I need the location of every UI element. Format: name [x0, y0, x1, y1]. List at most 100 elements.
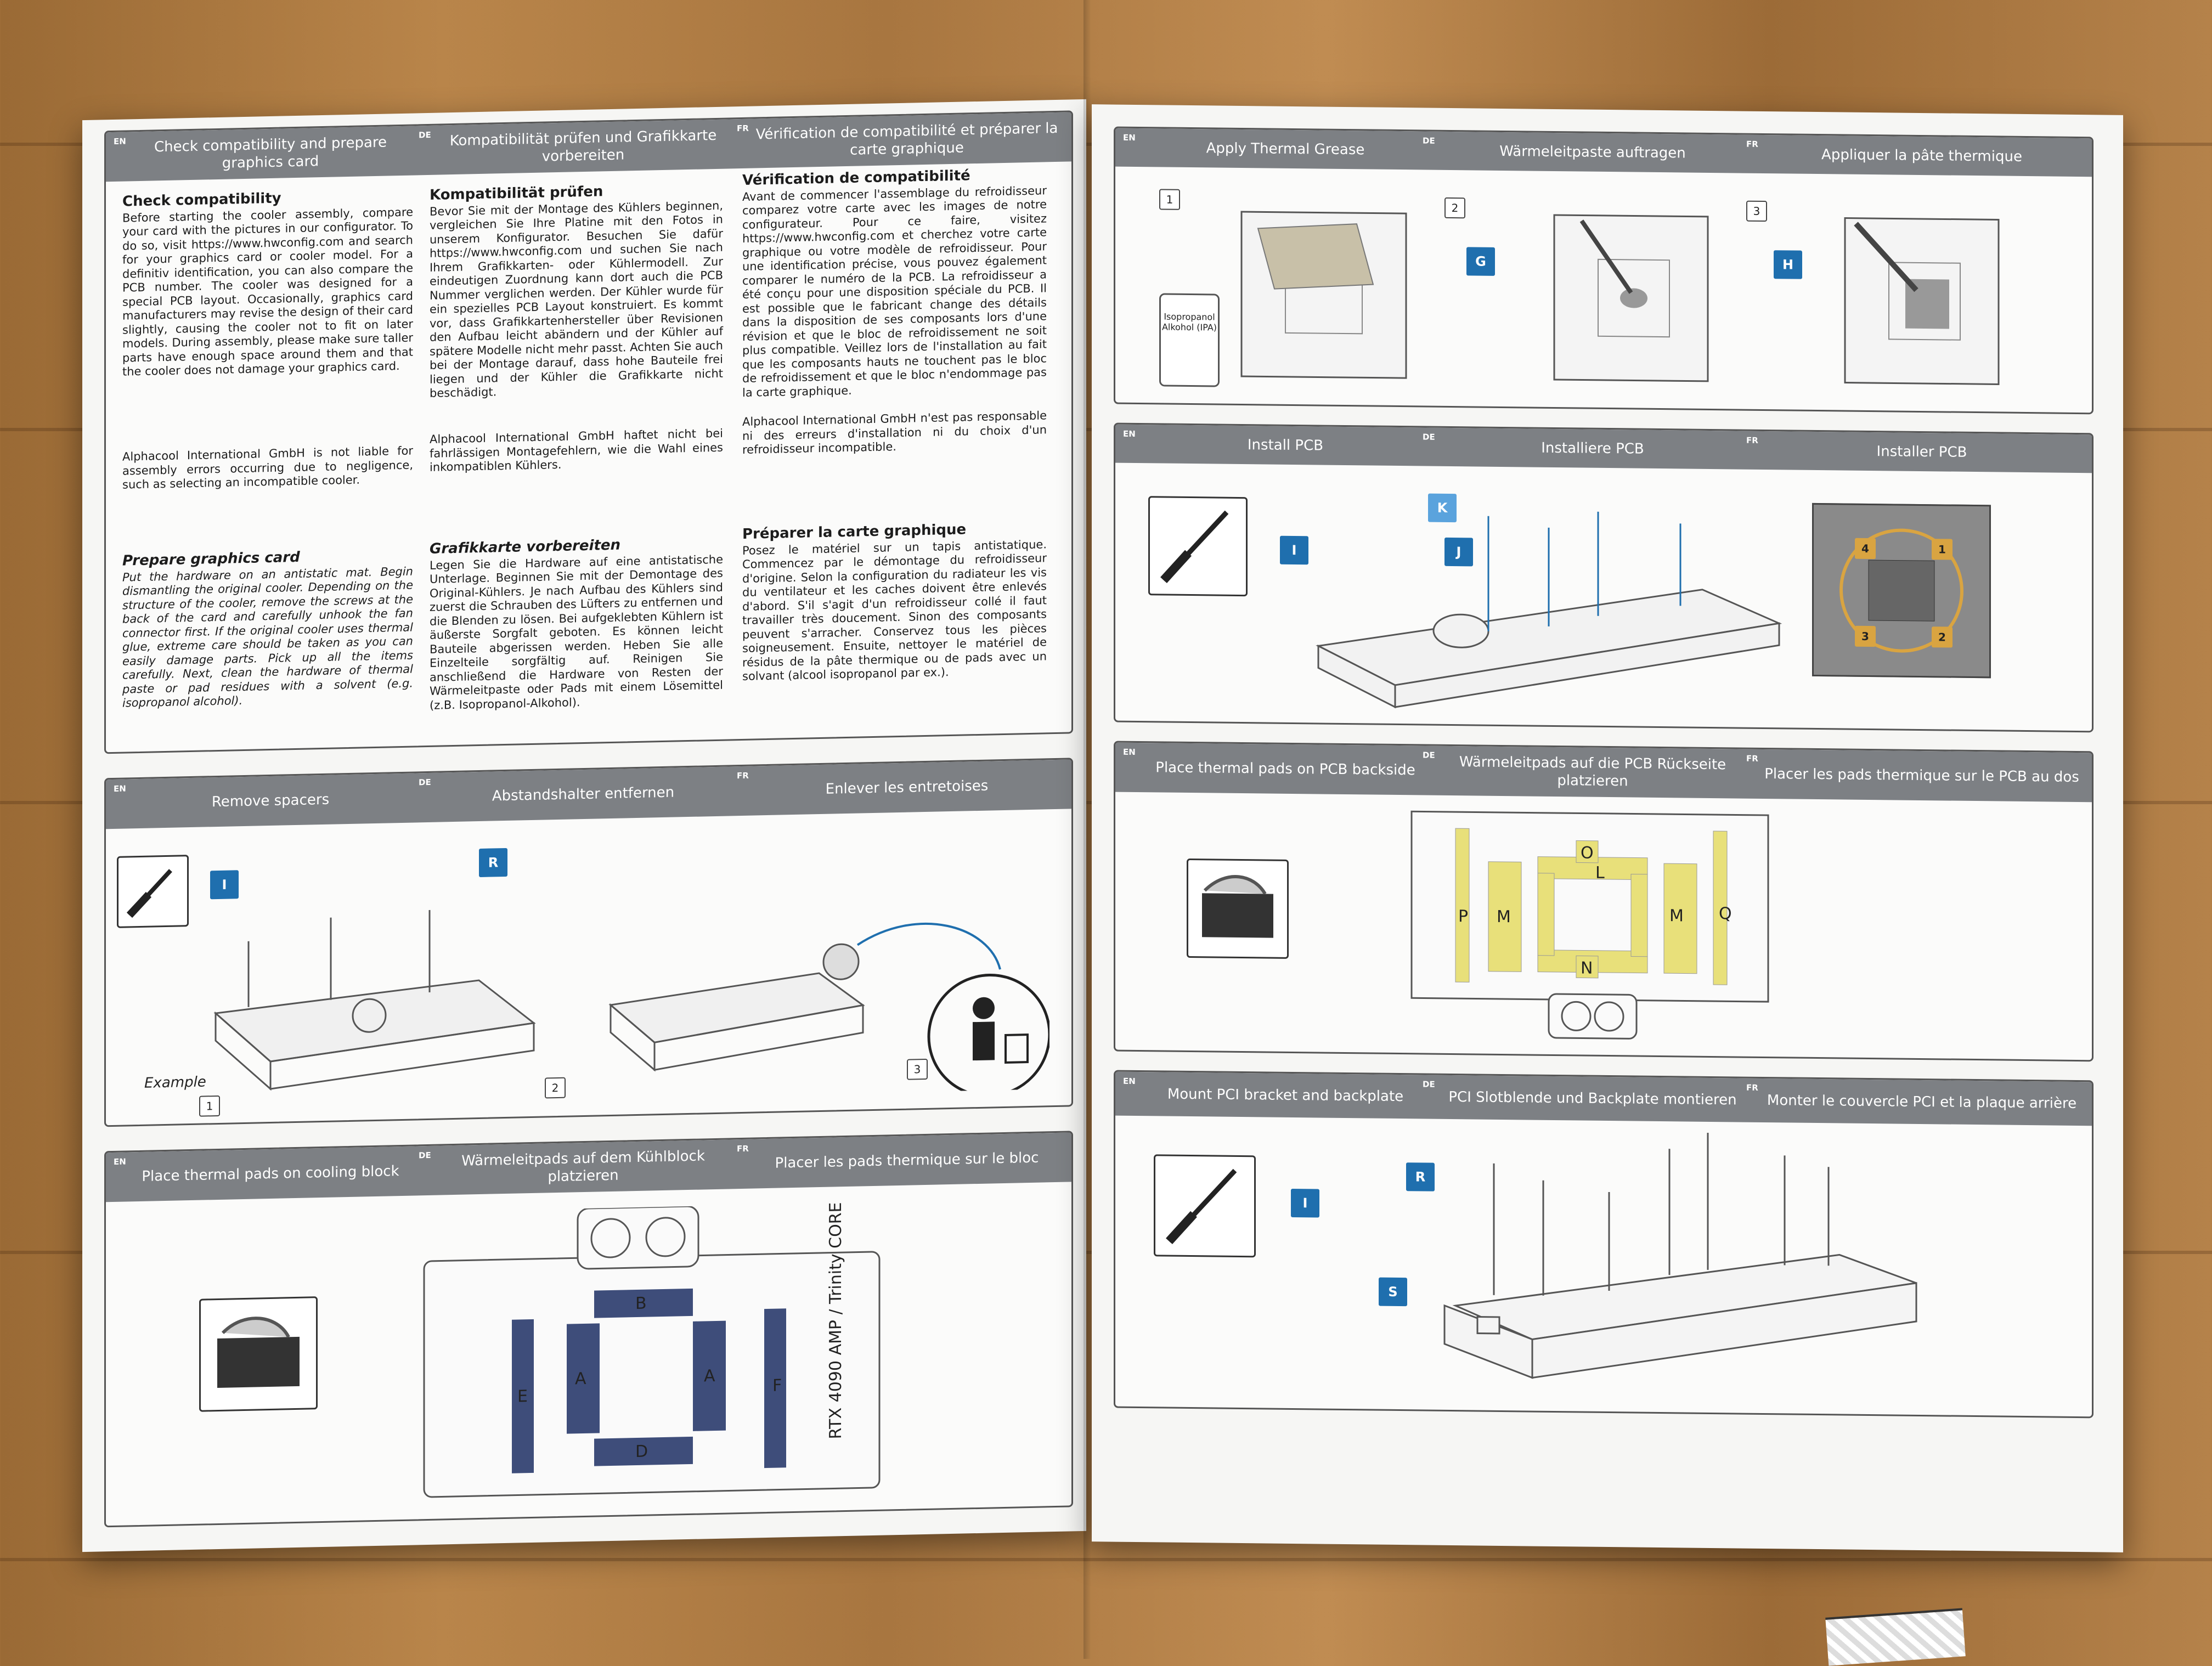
lang-tag-en: EN	[114, 783, 126, 794]
marker-s: S	[1379, 1277, 1407, 1307]
page-fold	[1084, 0, 1091, 1659]
en-prepare-block: Prepare graphics card Put the hardware o…	[122, 549, 413, 711]
en-liability: Alphacool International GmbH is not liab…	[122, 444, 413, 492]
svg-text:M: M	[1497, 907, 1511, 927]
step-1: 1	[1159, 189, 1180, 210]
header-en: Remove spacers	[211, 791, 330, 810]
prepare-panel: EN Check compatibility and prepare graph…	[104, 110, 1073, 754]
fr-prepare-block: Préparer la carte graphique Posez le mat…	[742, 521, 1047, 684]
lang-tag-fr: FR	[1746, 139, 1758, 149]
order-1: 1	[1932, 539, 1953, 560]
order-2: 2	[1932, 626, 1953, 648]
svg-text:B: B	[635, 1294, 647, 1313]
header-fr: Enlever les entretoises	[825, 777, 989, 798]
bracket-backplate-diagram	[1443, 1132, 1917, 1379]
header-en: Check compatibility and prepare graphics…	[154, 134, 387, 172]
lang-tag-de: DE	[1423, 432, 1435, 442]
example-label: Example	[144, 1074, 206, 1092]
de-liability: Alphacool International GmbH haftet nich…	[430, 426, 723, 474]
cooling-block-pads-panel: EN Place thermal pads on cooling block D…	[104, 1131, 1073, 1528]
lang-tag-de: DE	[1423, 1079, 1435, 1089]
svg-text:M: M	[1669, 906, 1684, 925]
header-de: Wärmeleitpads auf dem Kühlblock platzier…	[461, 1147, 705, 1185]
lang-tag-fr: FR	[737, 123, 749, 134]
manual-right-page: EN Apply Thermal Grease DE Wärmeleitpast…	[1092, 104, 2123, 1552]
header-fr: Placer les pads thermique sur le PCB au …	[1764, 765, 2079, 786]
remove-spacers-panel: EN Remove spacers DE Abstandshalter entf…	[104, 758, 1073, 1127]
de-check-block: Kompatibilität prüfen Bevor Sie mit der …	[430, 183, 723, 401]
panel-header: EN Apply Thermal Grease DE Wärmeleitpast…	[1115, 128, 2092, 177]
step-3: 3	[907, 1058, 928, 1080]
en-check-text: Before starting the cooler assembly, com…	[122, 205, 413, 379]
trash-person-icon	[973, 997, 995, 1019]
screwdriver-tool-box	[117, 855, 189, 928]
svg-text:D: D	[635, 1442, 648, 1461]
install-pcb-panel: EN Install PCB DE Installiere PCB FR Ins…	[1114, 422, 2094, 733]
thermal-pad-tool-box	[199, 1296, 318, 1412]
header-de: PCI Slotblende und Backplate montieren	[1448, 1088, 1737, 1109]
marker-g: G	[1466, 247, 1495, 276]
pcb-install-diagram	[1316, 511, 1782, 709]
thermal-grease-panel: EN Apply Thermal Grease DE Wärmeleitpast…	[1114, 126, 2094, 415]
screwdriver-icon	[1166, 1168, 1237, 1245]
order-3: 3	[1855, 625, 1876, 647]
lang-tag-fr: FR	[1746, 1082, 1758, 1093]
header-en: Apply Thermal Grease	[1206, 140, 1365, 159]
pcb-backside-pads-panel: EN Place thermal pads on PCB backside DE…	[1114, 741, 2094, 1062]
lang-tag-de: DE	[1423, 135, 1435, 146]
panel-header: EN Place thermal pads on cooling block D…	[106, 1132, 1071, 1202]
pcb-screw-order-photo: 1 2 3 4	[1812, 502, 1991, 679]
fr-liability: Alphacool International GmbH n'est pas r…	[742, 409, 1047, 456]
header-fr: Monter le couvercle PCI et la plaque arr…	[1767, 1092, 2077, 1112]
order-4: 4	[1855, 538, 1876, 560]
svg-text:RTX 4090 AMP / Trinity CORE: RTX 4090 AMP / Trinity CORE	[826, 1202, 845, 1439]
header-en: Place thermal pads on PCB backside	[1155, 759, 1415, 779]
header-fr: Installer PCB	[1876, 443, 1967, 461]
header-fr: Vérification de compatibilité et prépare…	[755, 120, 1058, 159]
lang-tag-en: EN	[1123, 428, 1136, 439]
manual-left-page: EN Check compatibility and prepare graph…	[82, 99, 1086, 1552]
spacer-removal-diagram	[213, 910, 1049, 1098]
svg-text:O: O	[1581, 843, 1594, 862]
marker-i: I	[1291, 1188, 1319, 1218]
fr-check-block: Vérification de compatibilité Avant de c…	[742, 167, 1047, 400]
de-check-text: Bevor Sie mit der Montage des Kühlers be…	[430, 199, 723, 400]
de-prepare-block: Grafikkarte vorbereiten Legen Sie die Ha…	[430, 536, 723, 713]
en-check-block: Check compatibility Before starting the …	[122, 189, 413, 380]
header-fr: Placer les pads thermique sur le bloc	[775, 1149, 1039, 1172]
lang-tag-en: EN	[1123, 747, 1136, 757]
header-de: Abstandshalter entfernen	[492, 784, 675, 805]
step-1: 1	[199, 1095, 220, 1117]
header-de: Kompatibilität prüfen und Grafikkarte vo…	[449, 127, 717, 165]
thermal-grease-diagram	[1240, 211, 2000, 385]
lang-tag-fr: FR	[737, 770, 749, 781]
header-fr: Appliquer la pâte thermique	[1821, 146, 2022, 165]
thermal-pad-tool-box	[1187, 858, 1289, 959]
header-en: Mount PCI bracket and backplate	[1167, 1086, 1404, 1105]
svg-text:F: F	[772, 1376, 782, 1395]
svg-text:Q: Q	[1719, 904, 1732, 923]
lang-tag-fr: FR	[1746, 435, 1758, 445]
lang-tag-de: DE	[419, 1150, 431, 1161]
panel-header: EN Remove spacers DE Abstandshalter entf…	[106, 759, 1071, 829]
svg-text:P: P	[1458, 907, 1468, 926]
svg-text:A: A	[704, 1366, 715, 1386]
step-2: 2	[545, 1077, 566, 1099]
ipa-bottle: Isopropanol Alkohol (IPA)	[1159, 293, 1220, 387]
panel-header: EN Install PCB DE Installiere PCB FR Ins…	[1115, 424, 2092, 473]
screwdriver-tool-box	[1154, 1154, 1256, 1258]
lang-tag-en: EN	[114, 1156, 126, 1167]
marker-h: H	[1774, 250, 1802, 279]
lang-tag-de: DE	[1423, 750, 1435, 760]
lang-tag-en: EN	[114, 136, 126, 146]
de-prepare-text: Legen Sie die Hardware auf eine antistat…	[430, 552, 723, 712]
header-en: Install PCB	[1247, 436, 1324, 454]
svg-text:E: E	[517, 1387, 528, 1406]
header-de: Installiere PCB	[1541, 439, 1644, 458]
fr-check-text: Avant de commencer l'assemblage du refro…	[742, 183, 1047, 399]
header-en: Place thermal pads on cooling block	[142, 1162, 399, 1185]
lang-tag-fr: FR	[1746, 753, 1758, 764]
lang-tag-de: DE	[419, 777, 431, 788]
